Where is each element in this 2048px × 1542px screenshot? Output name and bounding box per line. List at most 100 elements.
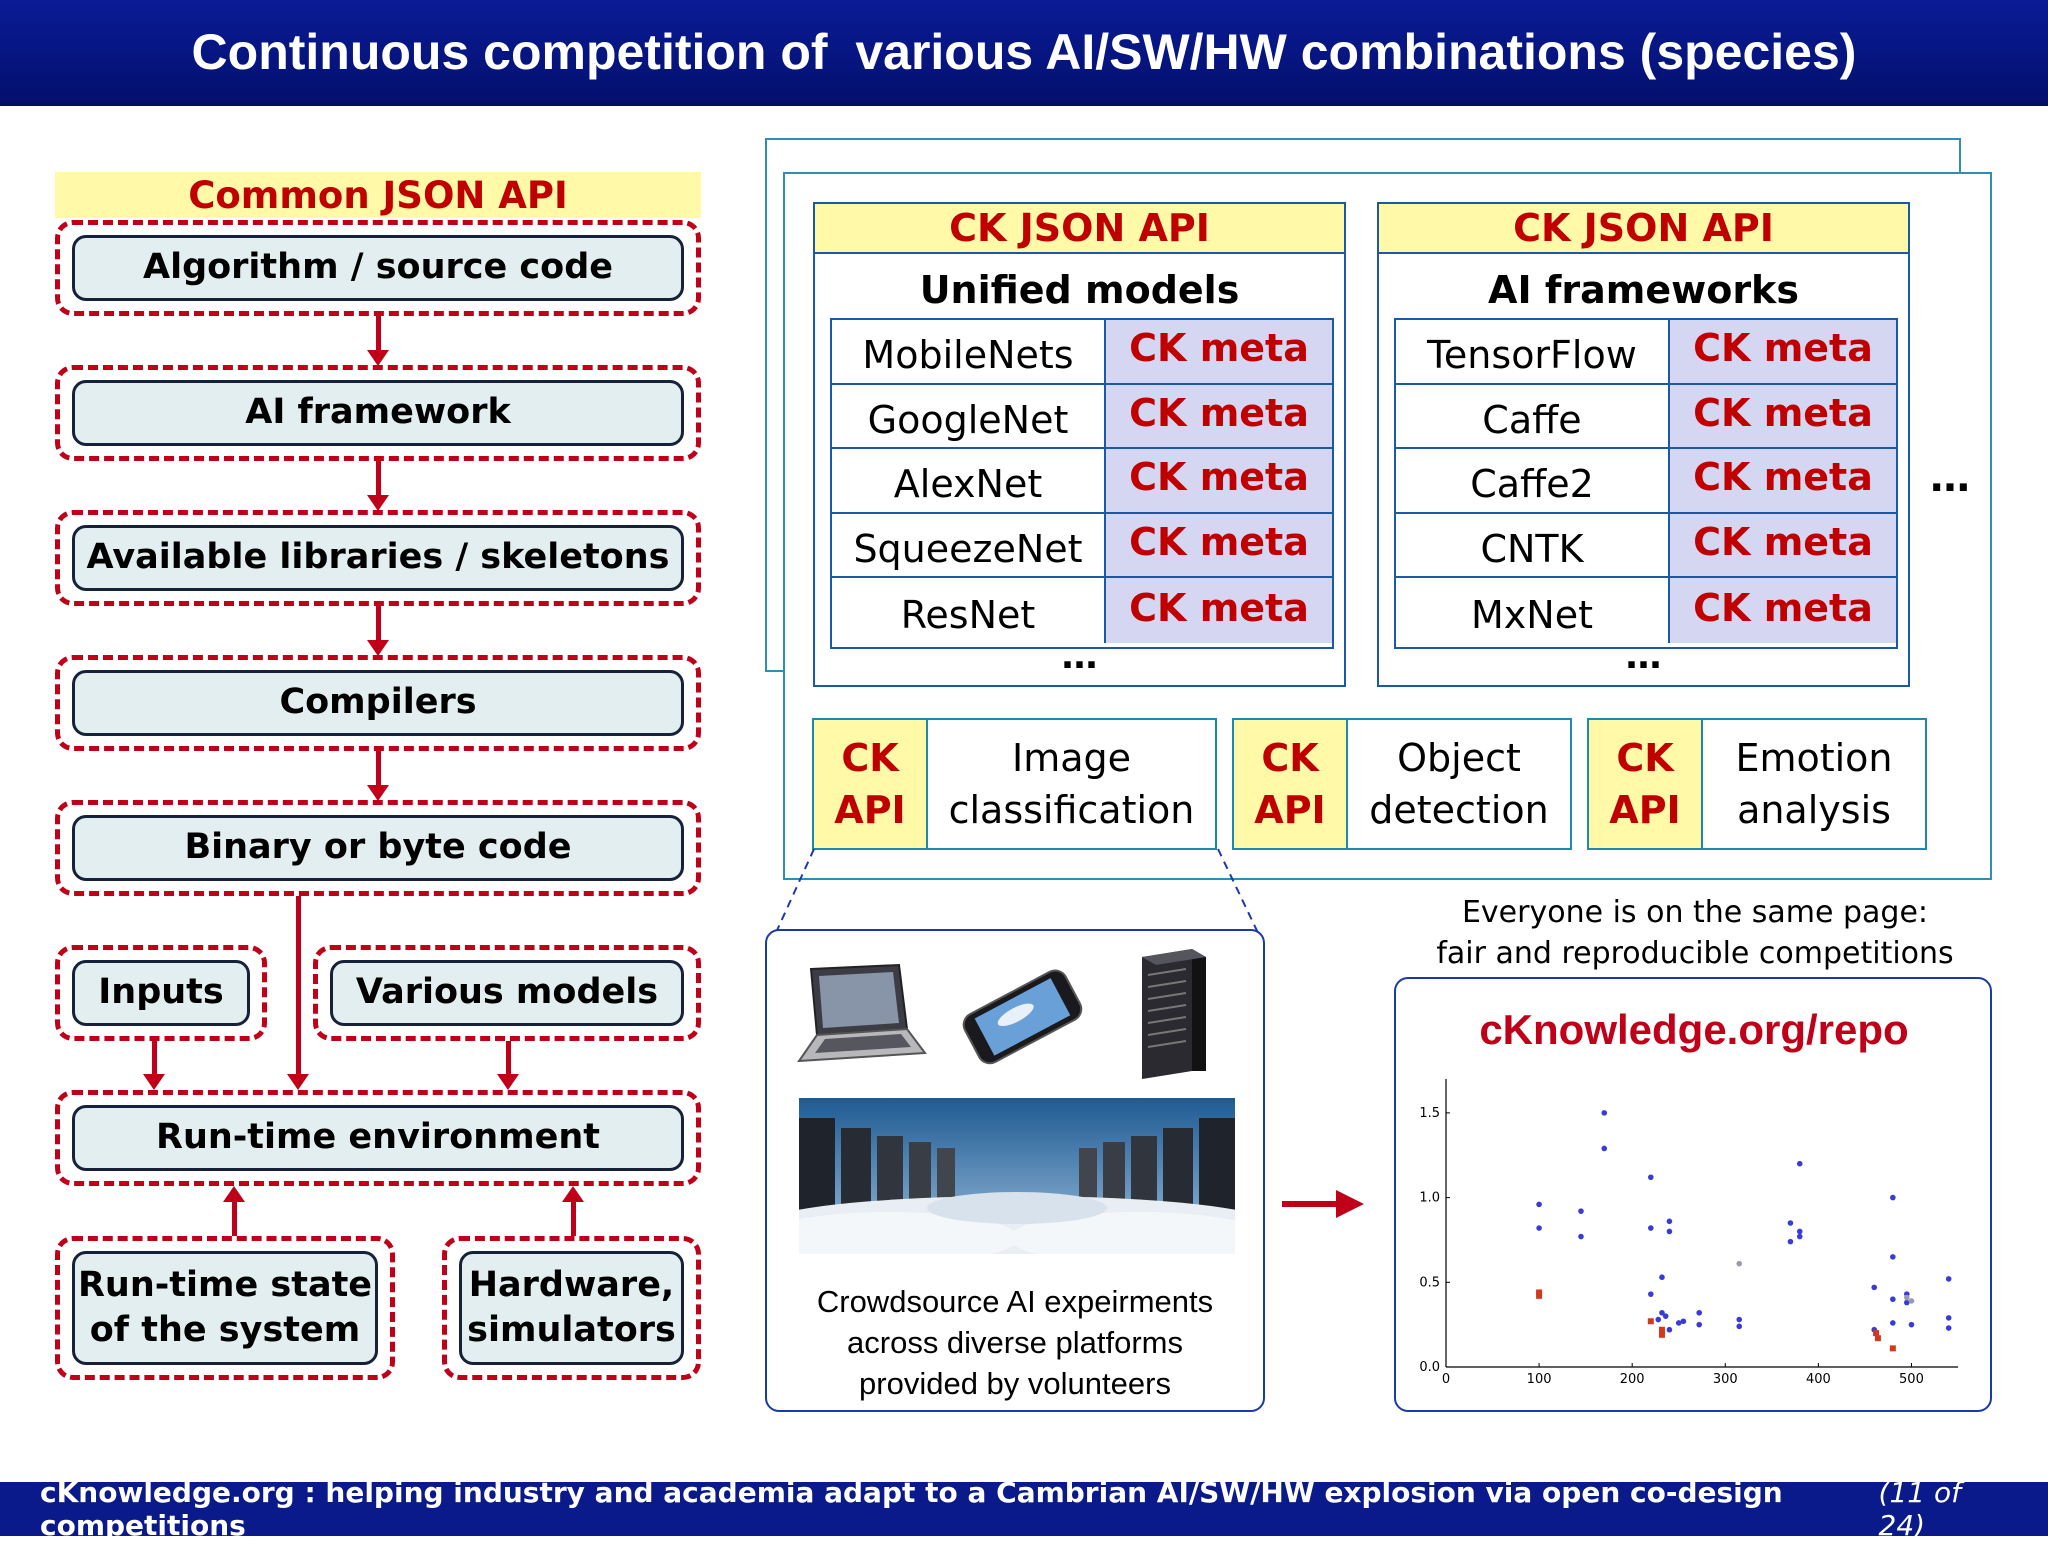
data-point	[1659, 1309, 1665, 1316]
stage-algorithm: Algorithm / source code	[72, 235, 684, 301]
flow-arrow-line	[376, 461, 381, 495]
ai-frameworks-title: AI frameworks	[1488, 268, 1799, 312]
data-point	[1796, 1233, 1803, 1240]
model-name: GoogleNet	[832, 384, 1106, 448]
models-ck-json-api-header: CK JSON API	[815, 204, 1344, 254]
data-point	[1945, 1325, 1952, 1331]
ck-meta-cell: CK meta	[1670, 384, 1896, 448]
binary-to-runtime-head	[287, 1074, 309, 1090]
model-name: AlexNet	[832, 449, 1106, 512]
results-tagline: Everyone is on the same page: fair and r…	[1436, 895, 1954, 971]
unified-models-title: Unified models	[919, 268, 1240, 312]
data-point	[1736, 1316, 1743, 1323]
page-indicator: (11 of 24)	[1878, 1476, 1961, 1542]
data-point	[1787, 1238, 1794, 1245]
frameworks-more-ellipsis: …	[1625, 636, 1662, 677]
stage-libraries: Available libraries / skeletons	[72, 525, 684, 591]
flow-arrow-head	[367, 495, 389, 511]
common-json-api-header: Common JSON API	[55, 172, 701, 218]
crowdsource-caption: Crowdsource AI expeirments across divers…	[816, 1284, 1214, 1401]
ck-meta-cell: CK meta	[1106, 578, 1332, 643]
models-to-runtime-line	[506, 1041, 511, 1074]
framework-name: Caffe	[1396, 384, 1670, 448]
server-tower-icon	[1142, 949, 1206, 1079]
task-object-detection: CK API Object detection	[1232, 718, 1572, 850]
hw-to-runtime-line	[571, 1202, 576, 1236]
data-point	[1578, 1233, 1584, 1240]
task-ck-api-label: CK API	[1589, 720, 1703, 848]
runtime-environment-box: Run-time environment	[72, 1105, 684, 1171]
ck-meta-cell: CK meta	[1106, 320, 1332, 383]
data-point	[1890, 1320, 1896, 1326]
x-tick-label: 100	[1527, 1372, 1552, 1387]
data-point	[1736, 1260, 1743, 1267]
data-point	[1601, 1110, 1608, 1116]
data-point	[1696, 1321, 1703, 1328]
chart-points	[1536, 1110, 1952, 1352]
task-label: Emotion analysis	[1735, 735, 1893, 832]
y-tick-label: 1.5	[1419, 1106, 1440, 1121]
data-point	[1578, 1208, 1584, 1214]
task-ck-api-label: CK API	[1234, 720, 1348, 848]
state-to-runtime-line	[232, 1202, 237, 1236]
runtime-state-box: Run-time state of the system	[72, 1251, 378, 1365]
x-tick-label: 400	[1806, 1372, 1831, 1387]
data-point	[1873, 1330, 1880, 1337]
zoom-connector-left	[773, 848, 815, 938]
inputs-to-runtime-line	[152, 1041, 157, 1074]
stage-group-algorithm	[55, 220, 701, 316]
x-tick-label: 200	[1620, 1372, 1645, 1387]
models-to-runtime-head	[497, 1074, 519, 1090]
data-point	[1874, 1335, 1881, 1342]
ck-meta-cell: CK meta	[1670, 578, 1896, 643]
inputs-to-runtime-head	[143, 1074, 165, 1090]
data-point	[1945, 1276, 1952, 1282]
ck-meta-cell: CK meta	[1106, 513, 1332, 577]
data-point	[1536, 1201, 1542, 1208]
data-point	[1647, 1318, 1654, 1325]
flow-arrow-line	[376, 316, 381, 350]
data-point	[1536, 1289, 1543, 1296]
server-farm-icon	[799, 1098, 1235, 1254]
task-image-classification: CK API Image classification	[812, 718, 1217, 850]
data-point	[1662, 1313, 1669, 1319]
slide-title-text: Continuous competition of various AI/SW/…	[191, 23, 1857, 80]
smartphone-icon	[962, 969, 1083, 1065]
hardware-box: Hardware, simulators	[459, 1251, 684, 1365]
data-point	[1675, 1320, 1682, 1326]
data-point	[1601, 1145, 1608, 1152]
binary-to-runtime-line	[296, 896, 301, 1074]
data-point	[1904, 1299, 1910, 1306]
data-point	[1787, 1220, 1794, 1226]
stage-compilers: Compilers	[72, 670, 684, 736]
x-tick-label: 0	[1442, 1372, 1450, 1387]
state-to-runtime-head	[223, 1186, 245, 1202]
data-point	[1536, 1292, 1543, 1299]
stage-ai-framework: AI framework	[72, 380, 684, 446]
ck-meta-cell: CK meta	[1670, 513, 1896, 577]
data-point	[1666, 1218, 1673, 1225]
frameworks-ck-json-api-header: CK JSON API	[1379, 204, 1908, 254]
footer-bar: cKnowledge.org : helping industry and ac…	[0, 1476, 2048, 1542]
data-point	[1648, 1174, 1654, 1181]
y-tick-label: 0.5	[1419, 1275, 1440, 1290]
inputs-group	[55, 945, 267, 1041]
inputs-box: Inputs	[72, 960, 250, 1026]
data-point	[1648, 1225, 1654, 1231]
data-point	[1658, 1331, 1665, 1338]
y-tick-label: 0.0	[1419, 1360, 1440, 1375]
hardware-group	[442, 1236, 701, 1380]
data-point	[1908, 1321, 1915, 1328]
